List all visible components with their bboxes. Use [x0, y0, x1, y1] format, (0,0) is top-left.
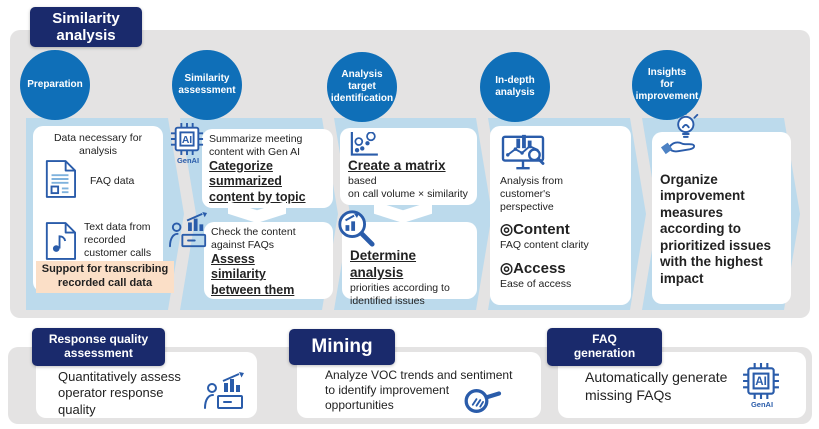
- content-point-detail: FAQ content clarity: [500, 239, 589, 252]
- svg-text:AI: AI: [182, 135, 192, 146]
- check-content-text: Check the content against FAQs: [211, 226, 296, 251]
- faq-document-icon: [44, 160, 76, 198]
- monitor-analysis-icon: [500, 132, 621, 172]
- analyst-desk-icon: [203, 372, 247, 412]
- determine-analysis-box: Determine analysis priorities according …: [342, 222, 477, 307]
- create-matrix-text: based on call volume × similarity: [348, 174, 468, 200]
- organize-improvement-box: [652, 132, 791, 304]
- summarize-text: Summarize meeting content with Gen AI: [209, 133, 303, 158]
- mining-label: Mining: [289, 329, 395, 365]
- create-matrix-emphasis: Create a matrix: [348, 158, 446, 173]
- svg-text:AI: AI: [755, 375, 767, 388]
- assess-similarity-emphasis: Assess similarity between them: [211, 251, 295, 297]
- genai-chip-icon: AI GenAI: [170, 122, 206, 165]
- mining-text: Analyze VOC trends and sentiment to iden…: [325, 368, 513, 412]
- voc-magnifier-icon: [462, 386, 506, 416]
- stage-circle-preparation: Preparation: [20, 50, 90, 120]
- access-point-heading: ◎Access: [500, 260, 566, 278]
- stage-circle-insights: Insights for improvement: [632, 50, 702, 120]
- recorded-calls-label: Text data from recorded customer calls: [84, 221, 152, 259]
- diagram-title: Similarity analysis: [30, 7, 142, 47]
- check-content-box: Check the content against FAQs Assess si…: [204, 222, 333, 299]
- stage-circle-analysis-target: Analysis target identification: [327, 52, 397, 122]
- stage-circle-similarity-assessment: Similarity assessment: [172, 50, 242, 120]
- categorize-emphasis: Categorize summarized content by topic: [209, 158, 306, 204]
- faq-generation-label: FAQ generation: [547, 328, 662, 366]
- in-depth-analysis-box: Analysis from customer's perspective ◎Co…: [490, 126, 631, 305]
- faq-generation-text: Automatically generate missing FAQs: [585, 369, 728, 404]
- genai-icon-label: GenAI: [176, 156, 200, 165]
- analyst-desk-icon: [168, 212, 210, 250]
- hand-lightbulb-icon: [660, 111, 704, 156]
- genai-chip-icon: AI GenAI: [742, 362, 782, 409]
- content-point-heading: ◎Content: [500, 221, 570, 239]
- genai-icon-label: GenAI: [750, 400, 774, 409]
- customer-perspective-text: Analysis from customer's perspective: [500, 175, 564, 213]
- faq-data-label: FAQ data: [90, 175, 135, 187]
- response-quality-text: Quantitatively assess operator response …: [58, 369, 181, 417]
- stage-circle-in-depth: In-depth analysis: [480, 52, 550, 122]
- scatter-plot-icon: [348, 131, 469, 158]
- access-point-detail: Ease of access: [500, 278, 572, 291]
- preparation-box-title: Data necessary for analysis: [53, 132, 143, 157]
- audio-document-icon: [44, 222, 76, 260]
- organize-improvement-text: Organize improvement measures according …: [660, 172, 772, 286]
- determine-analysis-text: priorities according to identified issue…: [350, 281, 450, 307]
- down-arrow-icon: [228, 201, 286, 223]
- determine-analysis-emphasis: Determine analysis: [350, 248, 417, 280]
- transcription-support-highlight: Support for transcribing recorded call d…: [36, 261, 174, 293]
- magnifier-chart-icon: [336, 208, 376, 248]
- response-quality-label: Response quality assessment: [32, 328, 165, 366]
- down-arrow-icon: [374, 201, 432, 223]
- summarize-box: Summarize meeting content with Gen AI Ca…: [202, 129, 333, 208]
- create-matrix-box: Create a matrix based on call volume × s…: [340, 128, 477, 205]
